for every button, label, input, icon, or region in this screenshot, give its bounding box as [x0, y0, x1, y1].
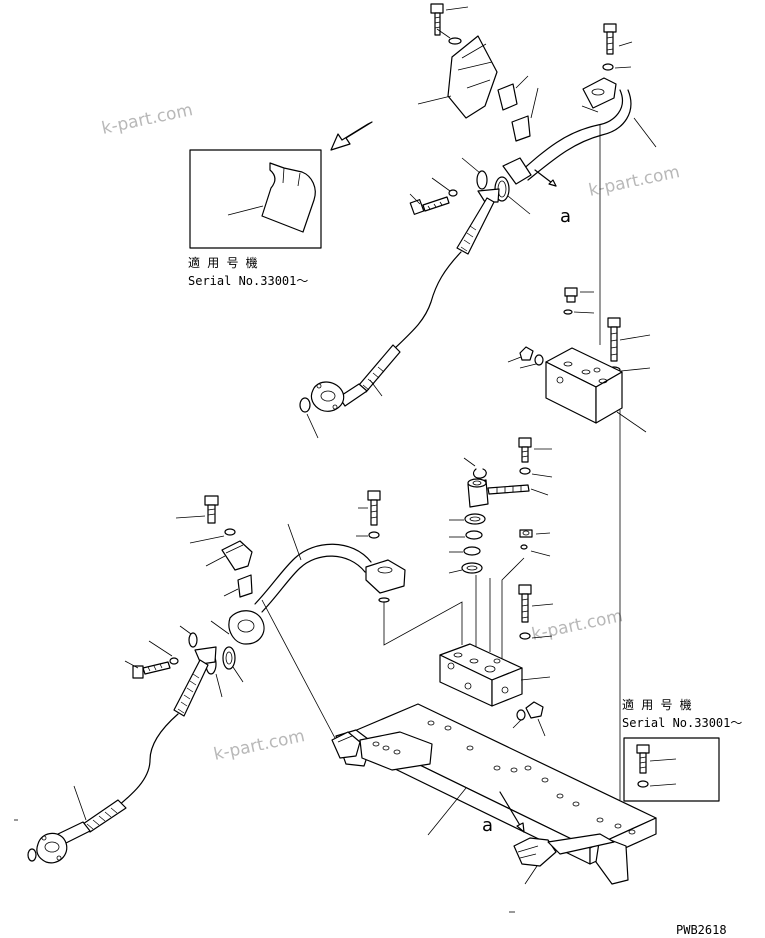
pipe-leader [581, 105, 599, 113]
snap-ring [463, 457, 487, 479]
upper-plug [563, 287, 595, 315]
inset-right-serial-label: Serial No.33001～ [622, 716, 742, 730]
left-flange [210, 610, 265, 645]
left-orings [205, 646, 244, 698]
ref-mark-lower: a [482, 815, 493, 836]
left-rigid-pipe [254, 523, 406, 613]
drawing-code: PWB2618 [676, 923, 727, 937]
inset-top-applicable-label: 適 用 号 機 [188, 255, 258, 270]
main-frame [335, 703, 657, 885]
inset-box-top [189, 149, 322, 249]
lower-frame-bracket [513, 833, 615, 885]
upper-hose-bolt [409, 177, 458, 215]
ref-mark-upper: a [560, 206, 571, 227]
upper-hose [299, 188, 500, 439]
inset-box-right [623, 737, 720, 802]
center-manifold-fittings [512, 701, 546, 737]
upper-block [511, 87, 539, 142]
center-plug [519, 529, 551, 557]
upper-manifold-block [545, 347, 647, 433]
view-arrow [330, 121, 373, 151]
left-pipe-bolt [356, 490, 381, 539]
watermark-1: k-part.com [100, 100, 195, 139]
watermark-3: k-part.com [530, 606, 625, 645]
left-hose-bolt [124, 625, 198, 679]
upper-right-bolt [602, 23, 633, 71]
watermark-2: k-part.com [587, 162, 682, 201]
inset-right-applicable-label: 適 用 号 機 [622, 697, 692, 712]
left-clamp [205, 540, 253, 571]
left-diagonal-guide [261, 599, 337, 741]
swivel-joint [467, 478, 549, 508]
manifold-leaders [378, 557, 525, 668]
lower-ref-mark: a [482, 791, 525, 836]
left-frame-clamp [331, 731, 361, 759]
left-hose [14, 646, 217, 864]
upper-bolt [430, 3, 469, 36]
inset-top-serial-label: Serial No.33001～ [188, 274, 308, 288]
center-right-bolt [518, 437, 553, 478]
cover-plate [417, 35, 498, 119]
upper-washer [436, 28, 462, 45]
upper-clip [497, 75, 529, 111]
upper-manifold-bolt [607, 317, 651, 374]
upper-ref-mark: a [534, 169, 571, 227]
left-bolt [175, 495, 236, 544]
upper-rigid-pipe [502, 77, 657, 185]
center-long-bolt [518, 584, 554, 640]
upper-manifold-fittings [507, 346, 544, 369]
center-manifold-block [439, 643, 551, 707]
left-clip [223, 574, 253, 598]
swivel-rings [448, 513, 486, 574]
watermark-4: k-part.com [212, 726, 307, 765]
